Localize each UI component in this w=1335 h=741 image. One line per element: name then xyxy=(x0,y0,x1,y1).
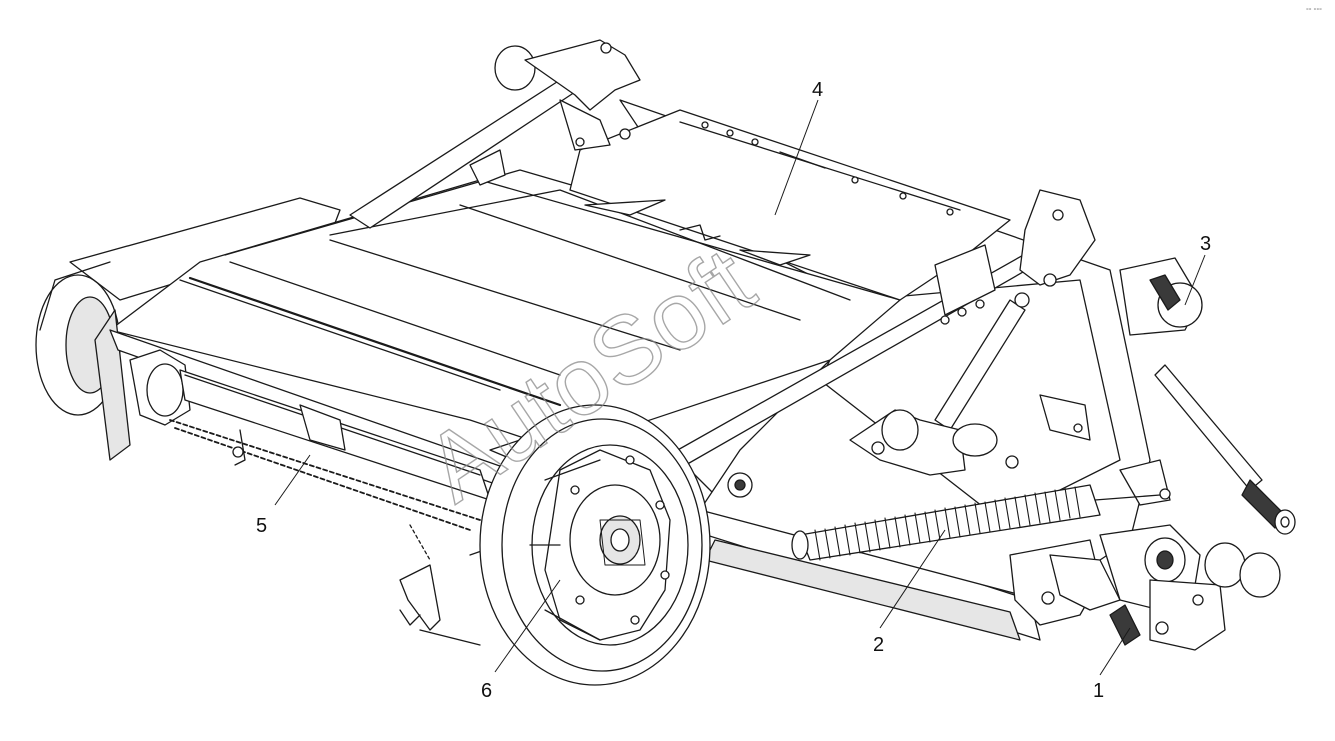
callout-5: 5 xyxy=(256,515,267,537)
lower-arm xyxy=(399,524,496,646)
callout-4: 4 xyxy=(812,79,823,101)
gas-strut xyxy=(1119,257,1296,535)
gauge-wheel xyxy=(479,404,753,686)
callouts: 1 2 3 4 5 6 xyxy=(256,79,1211,702)
callout-6: 6 xyxy=(481,680,492,702)
tension-spring xyxy=(791,484,1161,561)
mid-linkage xyxy=(849,394,1171,506)
drive-gearbox xyxy=(1009,524,1281,651)
upper-right-bracket xyxy=(934,189,1096,325)
top-cover xyxy=(109,169,901,451)
callout-3: 3 xyxy=(1200,233,1211,255)
feed-roller xyxy=(94,309,541,531)
callout-1: 1 xyxy=(1093,680,1104,702)
leader-lines xyxy=(274,99,1206,676)
callout-2: 2 xyxy=(873,634,884,656)
corner-mark: °° °°° xyxy=(1306,7,1322,15)
upper-left-bracket xyxy=(469,39,641,186)
